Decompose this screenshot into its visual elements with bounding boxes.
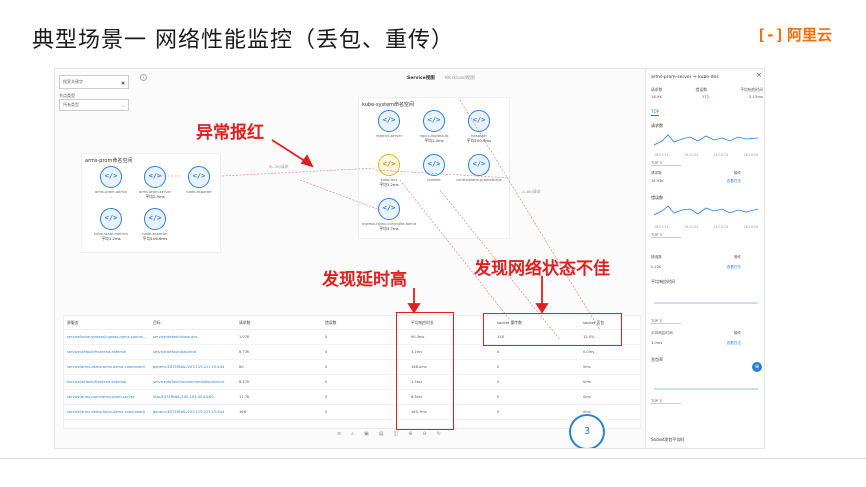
edge-label: 9L.2K/请求: [269, 164, 289, 169]
table-row: service/arms-demo/arms-demo-component ge…: [64, 360, 640, 375]
service-code-icon: </>: [188, 166, 210, 188]
graph-toolbar: ≡ ⌕ ▣ ▤ ◫ ⊕ ⊖ ↻: [337, 431, 441, 437]
latency-chart: [654, 302, 758, 304]
info-icon[interactable]: i: [140, 74, 147, 81]
top-select[interactable]: TOP 3: [651, 233, 681, 238]
packet-loss-chart: [654, 388, 758, 390]
service-node[interactable]: </> node-exporter 平均106.6ms: [128, 208, 182, 242]
namespace-group-kube-system: kube-system命名空间 </> metrics-server </> n…: [358, 97, 510, 239]
service-node[interactable]: </> kube-state-metrics 平均1.2ms: [84, 208, 138, 242]
tab-workload-view[interactable]: Workload视图: [444, 76, 475, 81]
tab-service-view[interactable]: Service视图: [407, 76, 435, 81]
service-code-icon: </>: [468, 154, 490, 176]
refresh-icon[interactable]: ↻: [436, 431, 441, 437]
network-highlight: [483, 313, 622, 346]
service-code-icon: </>: [100, 166, 122, 188]
service-node[interactable]: </> nginx-ingress-lb 平均1.4ms: [407, 110, 461, 144]
chart-label: 请求数: [651, 123, 663, 128]
service-code-icon: </>: [378, 198, 400, 220]
aliyun-logo-text: 阿里云: [786, 26, 832, 44]
list-icon[interactable]: ≡: [337, 431, 342, 437]
callout-network: 发现网络状态不佳: [474, 259, 610, 279]
metric-labels: 请求数 错误数 平均响应时间: [651, 87, 763, 92]
table-row: service/default/frontend-external servic…: [64, 345, 640, 360]
view-logs-link[interactable]: 查看日志: [726, 179, 741, 183]
category-select[interactable]: 所有类型 ⌄: [59, 99, 129, 111]
table-row: service/default/frontend-external servic…: [64, 375, 640, 390]
view-tabs: Service视图 Workload视图: [407, 75, 475, 81]
table-header: 源服务 目标 请求数 错误数 平均响应时长 socket 重传数 socket …: [64, 316, 640, 330]
service-code-icon: </>: [423, 154, 445, 176]
kv-row: 请求数操作: [651, 171, 741, 175]
chart-label: 错误数: [651, 195, 663, 200]
topology-screenshot: 搜索关键字 ▣ 节点类型 所有类型 ⌄ i Service视图 Workload…: [54, 68, 765, 449]
kv-row: 平均响应时间操作: [651, 331, 741, 335]
expand-button[interactable]: ⊕: [752, 362, 762, 372]
zoom-in-icon[interactable]: ⊕: [408, 431, 413, 437]
chart-label: 丢包率: [651, 357, 663, 362]
layout-icon[interactable]: ▣: [364, 431, 369, 437]
bottom-rule: [0, 458, 866, 459]
metric-values: 16.9K 372 3.13ms: [651, 94, 763, 99]
grid-icon[interactable]: ▤: [378, 431, 384, 437]
callout-error: 异常报红: [196, 123, 264, 143]
namespace-title: kube-system命名空间: [362, 102, 415, 108]
search-icon: ▣: [121, 79, 125, 85]
top-select[interactable]: TOP 3: [651, 399, 681, 404]
namespace-group-arms-prom: arms-prom命名空间 </> arms-prom-admin - </> …: [81, 153, 221, 253]
detail-panel: arms-prom-server → kube-dns × 请求数 错误数 平均…: [645, 69, 764, 448]
requests-chart: [654, 134, 758, 146]
close-icon[interactable]: ×: [756, 71, 762, 79]
service-code-icon: </>: [378, 110, 400, 132]
search-icon[interactable]: ⌕: [351, 431, 355, 437]
service-node[interactable]: </> metrics-server: [362, 110, 416, 138]
top-select[interactable]: TOP 3: [651, 161, 681, 166]
panel-title: arms-prom-server → kube-dns: [651, 75, 719, 80]
slide-title: 典型场景一 网络性能监控（丢包、重传）: [32, 28, 454, 53]
table-row: service/arms-prom/arms-prom-server http/…: [64, 390, 640, 405]
service-node[interactable]: </> arms-prom-admin -: [84, 166, 138, 199]
edge-label: 1L.8K/请求: [521, 189, 541, 194]
latency-highlight: [396, 312, 454, 430]
errors-chart: [654, 205, 758, 216]
callout-latency: 发现延时高: [322, 270, 407, 290]
view-logs-link[interactable]: 查看日志: [726, 341, 741, 345]
service-code-icon: </>: [144, 166, 166, 188]
service-code-icon: </>: [423, 110, 445, 132]
namespace-title: arms-prom命名空间: [85, 158, 133, 164]
chevron-down-icon: ⌄: [121, 102, 125, 108]
tab-top[interactable]: TOP: [651, 109, 660, 116]
panel-icon[interactable]: ◫: [393, 431, 399, 437]
category-label: 节点类型: [59, 93, 75, 98]
table-row: service/kube-system/ingress-nginx-contro…: [64, 330, 640, 345]
service-node[interactable]: </> node-exporter: [172, 166, 226, 194]
service-code-icon: </>: [100, 208, 122, 230]
search-input[interactable]: 搜索关键字 ▣: [59, 75, 129, 89]
service-node[interactable]: </> controlplane-prometheus: [452, 154, 506, 182]
service-code-icon: </>: [378, 154, 400, 176]
aliyun-logo: [-] 阿里云: [757, 24, 832, 45]
top-select[interactable]: TOP 3: [651, 319, 681, 324]
zoom-out-icon[interactable]: ⊖: [422, 431, 427, 437]
aliyun-logo-icon: [-]: [756, 25, 784, 44]
panel-footer-label: Socket发包平均时: [651, 437, 685, 442]
service-node[interactable]: </> heapster 平均100.9ms: [452, 110, 506, 144]
table-row: service/arms-demo/arms-demo-component ge…: [64, 405, 640, 420]
view-logs-link[interactable]: 查看日志: [726, 265, 741, 269]
count-badge: 3: [569, 414, 605, 448]
service-code-icon: </>: [144, 208, 166, 230]
service-node[interactable]: </> ingress-nginx-controller-admission 平…: [362, 198, 416, 232]
chart-label: 平均响应时间: [651, 279, 675, 284]
kv-row: 错误数操作: [651, 255, 741, 259]
service-code-icon: </>: [468, 110, 490, 132]
